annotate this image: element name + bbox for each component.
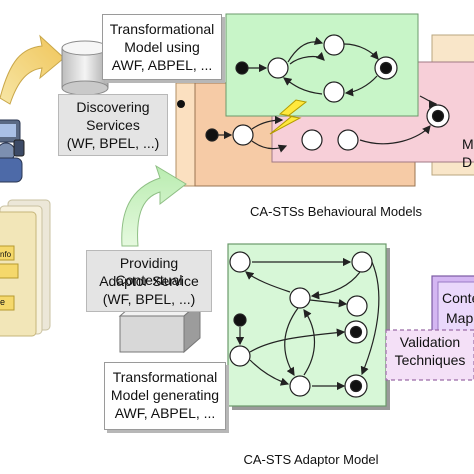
discovering-line-2: Services (86, 117, 140, 133)
context-map-line-2: Map (446, 310, 474, 326)
right-cut-label-m: M (462, 136, 474, 152)
bottom-callout-line-1: Transformational (112, 369, 218, 385)
orange-state-machine (205, 115, 288, 153)
validation-box-frame (385, 329, 474, 381)
providing-line-3: (WF, BPEL, ...) (102, 291, 196, 307)
bottom-callout-line-3: AWF, ABPEL, ... (114, 405, 216, 421)
green-flow-arrow (121, 164, 187, 247)
behavioural-models-caption: CA-STSs Behavioural Models (250, 204, 422, 219)
devices-icon (0, 119, 25, 183)
yellow-flow-arrow (0, 34, 65, 105)
top-callout-line-1: Transformational (109, 21, 215, 37)
validation-line-2: Techniques (394, 352, 466, 368)
validation-line-1: Validation (399, 334, 461, 350)
left-panel-e-label: e (0, 297, 6, 307)
discovering-line-3: (WF, BPEL, ...) (66, 135, 160, 151)
lightning-icon (269, 99, 308, 135)
discovering-line-1: Discovering (76, 99, 150, 115)
right-cut-label-d: D (462, 154, 473, 170)
left-panel-info-label: nfo (0, 250, 12, 259)
adaptor-state-machine (229, 251, 380, 398)
adaptor-model-caption: CA-STS Adaptor Model (243, 452, 379, 467)
providing-line-1: Providing Contextual (115, 255, 183, 288)
left-stacked-panel (0, 199, 51, 337)
bottom-transformational-callout: Transformational Model generating AWF, A… (104, 362, 226, 430)
top-callout-line-3: AWF, ABPEL, ... (111, 57, 213, 73)
bottom-callout-line-2: Model generating (110, 387, 220, 403)
context-map-line-1: Conte (442, 290, 474, 306)
providing-adaptor-service-box: Providing Contextual Adaptor Service (WF… (86, 250, 212, 312)
discovering-services-box: Discovering Services (WF, BPEL, ...) (58, 94, 168, 156)
top-callout-line-2: Model using (124, 39, 200, 55)
green-state-machine (235, 34, 398, 103)
providing-line-2: Adaptor Service (99, 273, 199, 289)
pink-state-machine (301, 95, 450, 151)
database-icon (61, 40, 109, 96)
top-transformational-callout: Transformational Model using AWF, ABPEL,… (102, 14, 222, 80)
